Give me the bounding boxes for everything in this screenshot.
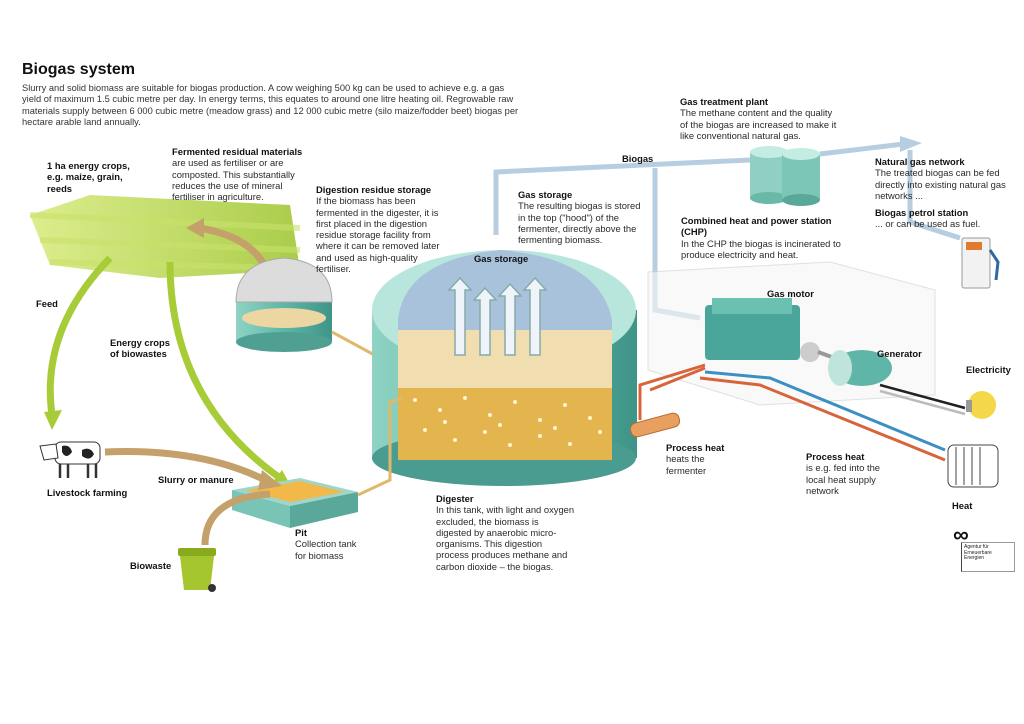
block-title: Natural gas network: [875, 156, 965, 167]
petrol-pump-icon: [961, 237, 1000, 289]
light-bulb-icon: [966, 391, 996, 419]
heat-exchanger-icon: [629, 412, 681, 438]
generator-icon: [828, 350, 892, 386]
block-text: If the biomass has been fermented in the…: [316, 195, 440, 275]
label-livestock: Livestock farming: [47, 487, 128, 498]
biowaste-arrow: [201, 490, 271, 546]
logo-text: Agentur für Erneuerbare Energien: [964, 544, 992, 562]
label-feed: Feed: [36, 298, 58, 309]
block-text: are used as fertiliser or are composted.…: [172, 157, 295, 203]
label-biogas: Biogas: [622, 153, 654, 164]
block-title: Gas storage: [518, 189, 573, 200]
block-title: Fermented residual materials: [172, 146, 303, 157]
pit: [232, 478, 358, 528]
block-title: Combined heat and power station (CHP): [681, 215, 832, 238]
label-electricity: Electricity: [966, 364, 1011, 375]
label-slurry: Slurry or manure: [158, 474, 234, 485]
block-text: The treated biogas can be fed directly i…: [875, 167, 1006, 201]
infinity-icon: ∞: [953, 522, 969, 547]
feed-arrow: [46, 255, 113, 416]
label-energy-crops: 1 ha energy crops, e.g. maize, grain, re…: [47, 160, 130, 194]
label-energy-crops-biowastes: Energy crops of biowastes: [110, 337, 170, 360]
radiator-icon: [947, 444, 999, 488]
block-title: Process heat: [666, 442, 725, 453]
block-text: heats the fermenter: [666, 453, 707, 476]
cow-icon: [39, 441, 101, 478]
residue-storage-dome: [235, 257, 333, 352]
block-title: Process heat: [806, 451, 865, 462]
biowaste-bin-icon: [178, 548, 216, 592]
block-text: The resulting biogas is stored in the to…: [518, 200, 641, 246]
intro-text: Slurry and solid biomass are suitable fo…: [22, 83, 519, 128]
block-petrol-station: Biogas petrol station... or can be used …: [875, 207, 1015, 230]
block-text: Collection tank for biomass: [295, 538, 357, 561]
agency-logo: ∞ Agentur für Erneuerbare Energien: [953, 522, 1015, 572]
page-title: Biogas system: [22, 61, 135, 78]
gas-treatment-tanks: [750, 146, 820, 206]
block-text: In this tank, with light and oxygen excl…: [436, 504, 575, 572]
block-title: Gas treatment plant: [680, 96, 769, 107]
logo-box: [961, 542, 1015, 572]
energy-crops-arrow: [166, 261, 283, 481]
block-title: Digestion residue storage: [316, 184, 432, 195]
label-heat: Heat: [952, 500, 973, 511]
digester-tank: [372, 250, 637, 486]
block-title: Digester: [436, 493, 474, 504]
block-text: In the CHP the biogas is incinerated to …: [681, 237, 841, 260]
label-generator: Generator: [877, 348, 922, 359]
block-text: ... or can be used as fuel.: [875, 218, 981, 230]
gas-rising-arrows: [447, 276, 548, 356]
block-title: Biogas petrol station: [875, 207, 969, 218]
block-text: The methane content and the quality of t…: [680, 107, 837, 141]
block-chp: Combined heat and power station (CHP)In …: [681, 215, 851, 260]
block-text: is e.g. fed into the local heat supply n…: [806, 462, 881, 496]
label-biowaste: Biowaste: [130, 560, 172, 571]
label-gas-motor: Gas motor: [767, 288, 814, 299]
label-gas-storage-inner: Gas storage: [474, 253, 529, 264]
block-title: Pit: [295, 527, 307, 538]
gas-motor-icon: [705, 298, 820, 362]
slurry-arrow: [104, 448, 267, 484]
